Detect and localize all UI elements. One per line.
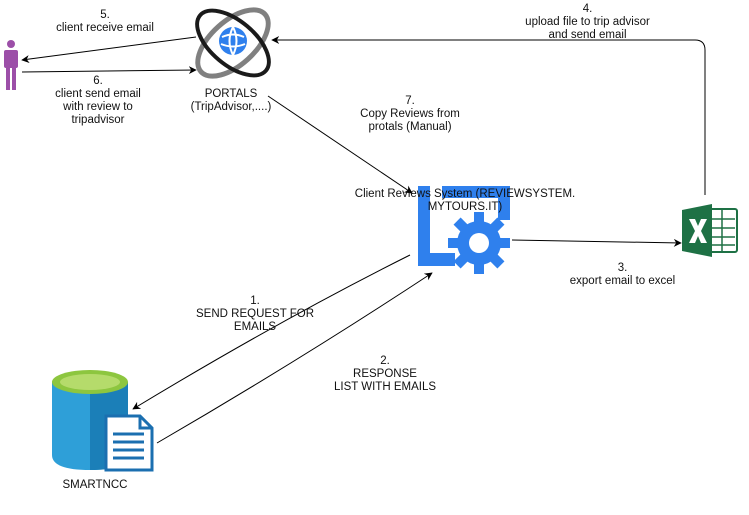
step-1-label: 1. SEND REQUEST FOR EMAILS [196, 295, 314, 333]
client-person-icon [4, 40, 18, 90]
database-document-icon [52, 370, 154, 472]
edge-2-smartncc-to-system [156, 272, 433, 444]
system-settings-gear-icon [418, 186, 510, 274]
client-reviews-system-label: Client Reviews System (REVIEWSYSTEM. MYT… [354, 188, 576, 213]
edge-4-excel-to-portals [271, 36, 706, 195]
step-3-label: 3. export email to excel [569, 262, 676, 287]
excel-icon [682, 204, 738, 257]
portals-label: PORTALS (TripAdvisor,....) [190, 88, 272, 113]
step-7-label: 7. Copy Reviews from protals (Manual) [360, 95, 460, 133]
step-4-label: 4. upload file to trip advisor and send … [525, 3, 650, 41]
edge-5-portals-to-client [21, 36, 197, 64]
step-2-label: 2. RESPONSE LIST WITH EMAILS [333, 355, 437, 393]
edge-1-system-to-smartncc [132, 254, 411, 410]
edge-7-portals-to-system [267, 95, 413, 194]
portal-globe-icon [195, 7, 271, 79]
edge-3-system-to-excel [511, 238, 682, 247]
step-6-label: 6. client send email with review to trip… [55, 75, 141, 126]
step-5-label: 5. client receive email [56, 9, 154, 34]
edge-6-client-to-portals [21, 66, 197, 75]
smartncc-label: SMARTNCC [62, 479, 128, 491]
